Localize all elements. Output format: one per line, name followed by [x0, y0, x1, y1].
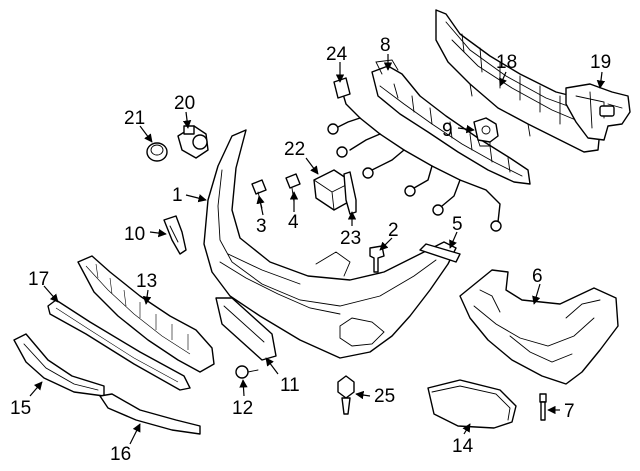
callout-19: 19: [590, 52, 611, 73]
part-19-bracket: [565, 83, 631, 141]
callout-20: 20: [174, 93, 195, 114]
part-1-bumper-cover: [203, 129, 457, 359]
callout-11: 11: [280, 375, 300, 396]
leader-lines: [29, 54, 606, 445]
callout-3: 3: [256, 216, 267, 237]
part-7-pin: [539, 393, 547, 421]
part-21-grommet: [146, 142, 168, 162]
callout-18: 18: [496, 52, 517, 73]
part-24-wiring-harness: [327, 77, 502, 232]
callout-17: 17: [28, 269, 49, 290]
callout-8: 8: [380, 35, 391, 56]
part-14-fog-grille: [427, 379, 517, 429]
part-5-reflector: [419, 243, 461, 263]
part-10-side-bracket: [163, 215, 187, 255]
part-6-fog-light-cover: [459, 269, 619, 385]
part-9-sensor-holder: [473, 117, 499, 147]
callout-21: 21: [124, 108, 145, 129]
callout-1: 1: [172, 185, 183, 206]
part-12-screw: [235, 365, 259, 379]
part-22-control-module: [313, 169, 353, 211]
part-17-trim-strip: [47, 299, 191, 391]
callout-12: 12: [232, 398, 253, 419]
callout-22: 22: [284, 139, 305, 160]
callout-23: 23: [340, 228, 361, 249]
callout-24: 24: [326, 44, 348, 65]
callout-5: 5: [452, 214, 463, 235]
callout-6: 6: [532, 266, 543, 287]
callout-4: 4: [288, 212, 299, 233]
callout-13: 13: [136, 271, 157, 292]
callout-10: 10: [124, 224, 145, 245]
part-20-parking-sensor: [177, 125, 209, 159]
part-16-lower-moulding: [99, 393, 201, 435]
part-3-screw: [251, 179, 267, 209]
callout-16: 16: [110, 444, 131, 465]
part-15-lower-trim: [13, 333, 105, 397]
part-2-clip: [369, 245, 385, 273]
part-8-mounting-bar: [371, 59, 531, 185]
part-25-clip: [337, 375, 355, 415]
part-13-lower-grille: [77, 255, 215, 373]
part-11-license-bracket: [215, 297, 277, 361]
callout-9: 9: [442, 120, 453, 141]
callout-14: 14: [452, 436, 474, 457]
part-23-bracket: [343, 171, 357, 215]
sensor-plug-1: [327, 123, 502, 232]
callout-15: 15: [10, 398, 31, 419]
callout-7: 7: [564, 401, 575, 422]
callout-labels: 1 2 3 4 5 6 7 8 9 10 11 12 13 14 15 16 1…: [10, 35, 611, 465]
callout-25: 25: [374, 386, 395, 407]
part-4-screw: [285, 173, 301, 203]
callout-2: 2: [388, 220, 399, 241]
